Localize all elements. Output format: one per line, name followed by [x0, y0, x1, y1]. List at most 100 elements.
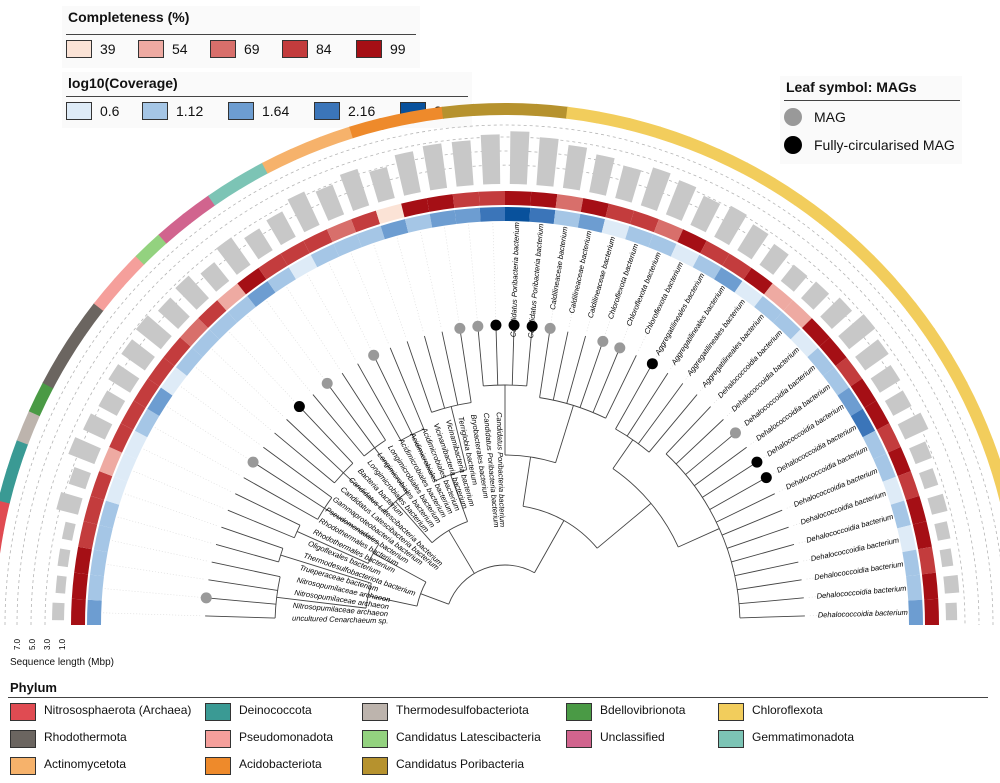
phylum-label: Rhodothermota [44, 730, 127, 744]
leaf-label: Candidatus Poribacteria bacterium [509, 222, 521, 337]
mag-symbol [729, 427, 741, 439]
leaf-leader-line [443, 225, 460, 324]
tree-branch [215, 544, 279, 563]
coverage-ring-cell [692, 254, 722, 280]
circular-mag-label: Fully-circularised MAG [814, 137, 955, 153]
circular-mag-symbol [760, 472, 772, 484]
sequence-length-bar [175, 275, 209, 310]
leaf-label: Caldilineaceae bacterium [548, 226, 570, 311]
leaf-leader-line [152, 426, 240, 476]
phylum-label: Deinococcota [239, 703, 312, 717]
sequence-length-gridline [4, 124, 1000, 626]
sequence-length-bar [339, 168, 370, 211]
tree-branch [406, 341, 433, 413]
coverage-ring-cell [873, 453, 896, 482]
sequence-length-tick: 5.0 [28, 638, 37, 650]
sequence-length-bar [266, 211, 296, 246]
phylum-ring-cell [379, 111, 414, 130]
leaf-leader-line [131, 470, 224, 509]
phylum-swatch [362, 703, 388, 721]
phylum-swatch [718, 703, 744, 721]
phylum-label: Candidatus Poribacteria [396, 757, 525, 771]
phylum-ring-cell [135, 233, 168, 265]
tree-branch [263, 446, 333, 498]
leaf-legend-title: Leaf symbol: MAGs [786, 79, 917, 95]
phylum-ring-cell [441, 103, 475, 119]
coverage-ring-cell [209, 312, 238, 340]
legend-divider [66, 96, 468, 97]
phylum-swatch [718, 730, 744, 748]
phylum-ring-cell [6, 439, 29, 474]
leaf-leader-line [165, 405, 250, 460]
completeness-ring-cell [71, 598, 86, 625]
sequence-length-bar [121, 339, 155, 371]
phylum-ring-cell [261, 148, 297, 174]
coverage-ring-cell [380, 219, 409, 240]
sequence-length-bar [216, 237, 251, 275]
tree-branch [626, 372, 669, 437]
tree-branch [709, 477, 767, 510]
coverage-ring-cell [87, 574, 104, 601]
completeness-ring-cell [351, 210, 381, 233]
tree-branch [702, 461, 758, 498]
leaf-leader-line [246, 314, 310, 391]
completeness-ring-cell [280, 240, 310, 266]
phylum-swatch [362, 757, 388, 775]
sequence-length-bar [56, 491, 83, 515]
tree-branch [459, 328, 472, 403]
tree-branch [678, 528, 720, 548]
leaf-leader-line [227, 330, 297, 404]
tree-branch [448, 564, 535, 605]
phylum-ring-cell [182, 195, 216, 224]
sequence-length-bar [945, 602, 958, 621]
completeness-ring-cell [163, 337, 191, 366]
tree-branch [374, 447, 408, 493]
mag-symbol [544, 322, 556, 334]
completeness-ring-cell [530, 191, 558, 209]
sequence-length-bar [68, 467, 91, 490]
coverage-ring-cell [247, 280, 276, 307]
sequence-length-bar [665, 180, 697, 221]
tree-branch [495, 325, 499, 386]
completeness-ring-cell [326, 219, 357, 243]
sequence-length-bar [200, 262, 230, 292]
sequence-length-bar [855, 339, 889, 371]
tree-branch [694, 446, 747, 487]
coverage-ring-cell [105, 476, 128, 505]
completeness-ring-cell [912, 521, 932, 550]
phylum-ring-cell [713, 148, 749, 174]
sequence-length-bar [759, 243, 789, 275]
phylum-label: Acidobacteriota [239, 757, 322, 771]
sequence-length-bar [157, 297, 190, 329]
tree-branch [373, 552, 427, 583]
coverage-ring-cell [714, 267, 743, 293]
completeness-ring-cell [905, 495, 927, 525]
leaf-leader-line [327, 261, 372, 351]
coverage-ring-cell [772, 312, 801, 340]
tree-branch [716, 493, 775, 523]
completeness-ring-cell [722, 253, 752, 280]
coverage-swatch [66, 102, 92, 120]
coverage-ring-cell [356, 225, 385, 248]
phylum-swatch [566, 703, 592, 721]
phylum-ring-cell [956, 381, 982, 417]
tree-branch [566, 335, 586, 404]
completeness-ring-cell [897, 471, 920, 501]
phylum-ring-cell [349, 118, 384, 139]
tree-branch [731, 544, 795, 563]
sequence-length-bar [394, 151, 421, 196]
leaf-leader-line [109, 539, 207, 562]
completeness-ring-cell [605, 203, 635, 225]
tree-branch [324, 507, 380, 544]
sequence-length-bar [934, 521, 951, 541]
coverage-ring-cell [529, 207, 556, 224]
coverage-ring-cell [227, 295, 256, 323]
phylum-ring-cell [0, 531, 4, 554]
coverage-label: 1.64 [262, 103, 290, 119]
completeness-ring-cell [401, 198, 430, 218]
coverage-ring-cell [908, 599, 923, 625]
tree-branch [526, 326, 533, 387]
phylum-ring-cell [16, 410, 41, 445]
tree-branch [737, 579, 802, 591]
